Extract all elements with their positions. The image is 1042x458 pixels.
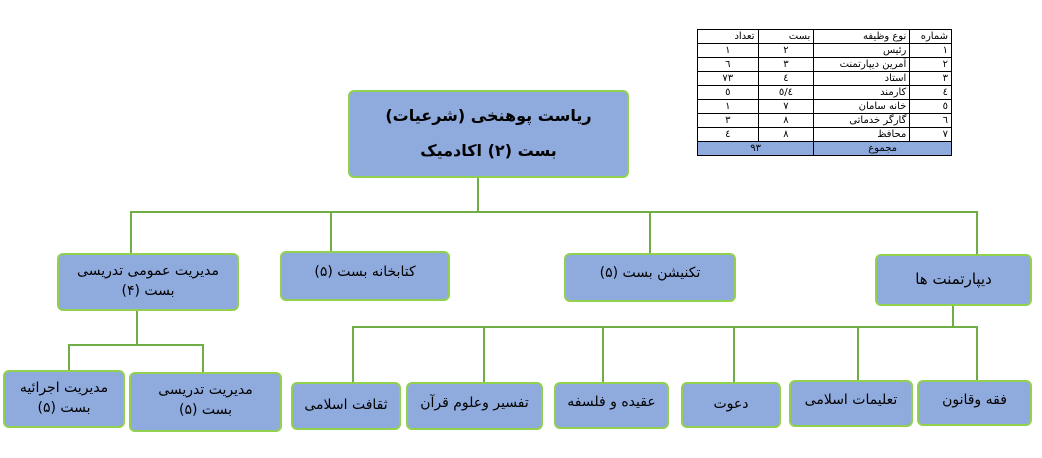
- cell-grade: ۸: [757, 113, 815, 128]
- cell-count: ٥: [697, 85, 759, 100]
- drop-exec-mgmt: [68, 344, 70, 370]
- table-row: ۷ محافظ ۸ ٤: [697, 127, 952, 142]
- general-mgmt-box: مدیریت عمومی تدریسی بست (۴): [57, 253, 239, 311]
- exec-mgmt-box: مدیریت اجرائیه بست (۵): [3, 370, 125, 428]
- dept-box-3: دعوت: [681, 382, 781, 428]
- cell-role: استاد: [813, 71, 911, 86]
- faculty-head-title: ریاست پوهنخی (شرعیات): [385, 106, 592, 125]
- faculty-head-box: ریاست پوهنخی (شرعیات) بست (۲) اکادمیک: [348, 90, 629, 178]
- drop-departments: [976, 211, 978, 256]
- drop-library: [330, 211, 332, 253]
- cell-role: رئیس: [813, 43, 911, 58]
- teaching-mgmt-title: مدیریت تدریسی: [158, 382, 253, 398]
- cell-grade: ۳: [757, 57, 815, 72]
- departments-connector: [352, 326, 977, 328]
- exec-mgmt-grade: بست (۵): [37, 400, 91, 417]
- drop-technician: [649, 211, 651, 253]
- dept-box-6: ثقافت اسلامی: [291, 382, 401, 430]
- cell-role: خانه سامان: [813, 99, 911, 114]
- technician-box: تکنیشن بست (۵): [564, 253, 736, 302]
- drop-general-mgmt: [130, 211, 132, 253]
- drop-dept-5: [483, 326, 485, 382]
- table-row: ۲ آمرین دیپارتمنت ۳ ٦: [697, 57, 952, 72]
- teaching-mgmt-grade: بست (۵): [178, 402, 233, 419]
- dept-label: تفسیر وعلوم قرآن: [420, 395, 529, 411]
- table-row: ٦ گارگر خدماتی ۸ ۳: [697, 113, 952, 128]
- cell-number: ٥: [909, 99, 952, 114]
- dept-box-5: تفسیر وعلوم قرآن: [406, 382, 543, 430]
- teaching-mgmt-box: مدیریت تدریسی بست (۵): [129, 372, 282, 432]
- header-grade: بست: [757, 29, 815, 44]
- total-row: مجموع ۹۳: [696, 141, 952, 156]
- table-row: ٥ خانه سامان ۷ ۱: [697, 99, 952, 114]
- dept-label: فقه وقانون: [942, 392, 1007, 408]
- top-stem: [477, 178, 479, 212]
- dept-label: ثقافت اسلامی: [304, 397, 388, 413]
- cell-count: ۳: [697, 113, 759, 128]
- total-value: ۹۳: [696, 141, 815, 156]
- level2-connector: [130, 211, 978, 213]
- drop-dept-3: [733, 326, 735, 382]
- header-number: شماره: [909, 29, 952, 44]
- departments-stem: [952, 306, 954, 327]
- cell-grade: ۲: [757, 43, 815, 58]
- technician-label: تکنیشن بست (۵): [599, 265, 701, 281]
- sub-mgmt-connector: [68, 344, 202, 346]
- faculty-head-grade: بست (۲) اکادمیک: [420, 141, 557, 161]
- cell-number: ۳: [909, 71, 952, 86]
- dept-box-2: تعلیمات اسلامی: [789, 380, 913, 427]
- cell-number: ۲: [909, 57, 952, 72]
- cell-grade: ٥/٤: [757, 85, 815, 100]
- header-count: تعداد: [697, 29, 759, 44]
- drop-dept-2: [857, 326, 859, 380]
- staff-table: شماره نوع وظیفه بست تعداد ۱ رئیس ۲ ۱ ۲ آ…: [696, 29, 952, 156]
- table-row: ۳ استاد ٤ ۷۳: [697, 71, 952, 86]
- drop-dept-4: [602, 326, 604, 382]
- header-role: نوع وظیفه: [813, 29, 911, 44]
- drop-dept-1: [976, 326, 978, 380]
- cell-count: ۱: [697, 99, 759, 114]
- dept-box-1: فقه وقانون: [917, 380, 1032, 426]
- dept-box-4: عقیده و فلسفه: [554, 382, 669, 429]
- dept-label: تعلیمات اسلامی: [804, 392, 898, 408]
- drop-teaching-mgmt: [202, 344, 204, 372]
- sub-mgmt-stem: [136, 311, 138, 345]
- dept-label: عقیده و فلسفه: [567, 394, 656, 410]
- library-box: کتابخانه بست (۵): [280, 251, 450, 301]
- cell-role: محافظ: [813, 127, 911, 142]
- cell-grade: ٤: [757, 71, 815, 86]
- cell-role: آمرین دیپارتمنت: [813, 57, 911, 72]
- cell-count: ۱: [697, 43, 759, 58]
- cell-number: ٤: [909, 85, 952, 100]
- departments-box: دیپارتمنت ها: [875, 254, 1032, 306]
- cell-number: ۷: [909, 127, 952, 142]
- drop-dept-6: [352, 326, 354, 382]
- table-row: ۱ رئیس ۲ ۱: [697, 43, 952, 58]
- cell-number: ۱: [909, 43, 952, 58]
- general-mgmt-title: مدیریت عمومی تدریسی: [77, 263, 219, 279]
- staff-table-header: شماره نوع وظیفه بست تعداد: [697, 29, 952, 44]
- cell-number: ٦: [909, 113, 952, 128]
- cell-count: ٤: [697, 127, 759, 142]
- cell-role: گارگر خدماتی: [813, 113, 911, 128]
- exec-mgmt-title: مدیریت اجرائیه: [19, 380, 109, 396]
- cell-count: ۷۳: [697, 71, 759, 86]
- cell-count: ٦: [697, 57, 759, 72]
- dept-label: دعوت: [713, 396, 749, 412]
- table-row: ٤ کارمند ٥/٤ ٥: [697, 85, 952, 100]
- general-mgmt-grade: بست (۴): [121, 283, 175, 300]
- library-label: کتابخانه بست (۵): [314, 264, 416, 280]
- total-label: مجموع: [813, 141, 952, 156]
- cell-grade: ۸: [757, 127, 815, 142]
- departments-label: دیپارتمنت ها: [915, 270, 992, 288]
- cell-grade: ۷: [757, 99, 815, 114]
- cell-role: کارمند: [813, 85, 911, 100]
